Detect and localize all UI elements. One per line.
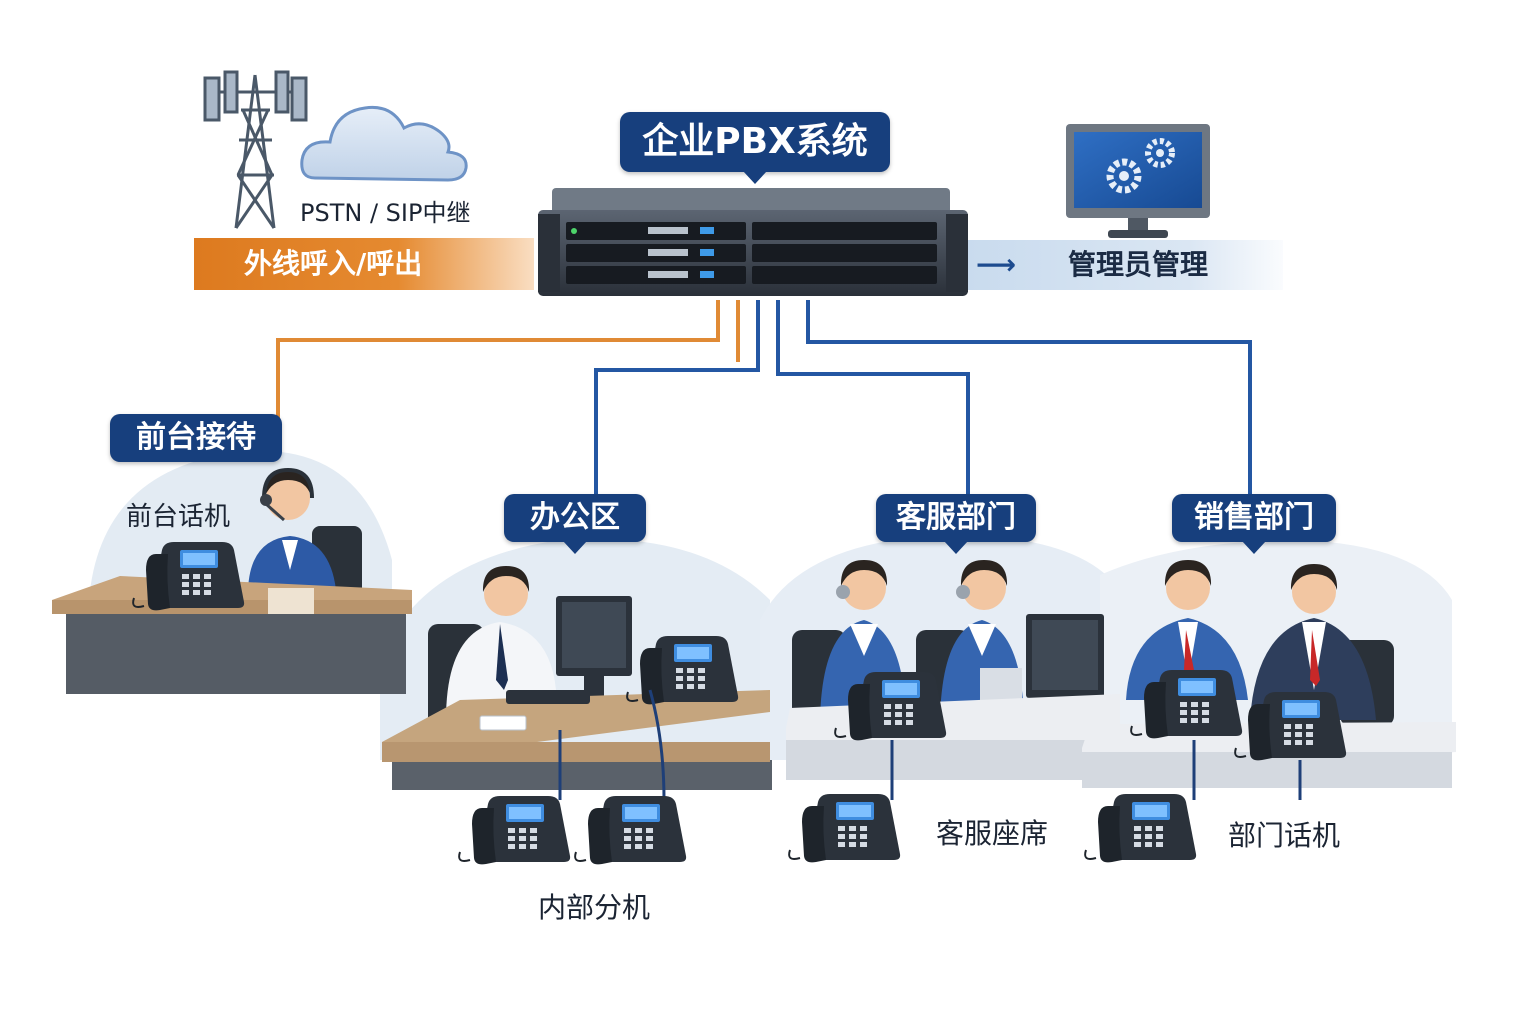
office-workstation bbox=[382, 566, 772, 790]
sales-callout-tail bbox=[1242, 541, 1266, 554]
cloud-icon bbox=[300, 105, 468, 182]
link-service bbox=[776, 300, 970, 500]
outside-calls-banner: 外线呼入/呼出 bbox=[194, 238, 534, 290]
admin-label: 管理员管理 bbox=[1068, 248, 1209, 281]
service-caption: 客服座席 bbox=[936, 817, 1049, 850]
department-phone-icon bbox=[1084, 793, 1198, 864]
zone-title-office: 办公区 bbox=[504, 494, 646, 554]
sales-caption: 部门话机 bbox=[1228, 819, 1341, 852]
outside-calls-label: 外线呼入/呼出 bbox=[244, 247, 423, 280]
reception-desk bbox=[52, 467, 412, 694]
extension-phone-icon-1 bbox=[458, 795, 572, 866]
title-callout-tail bbox=[743, 171, 767, 184]
reception-caption: 前台话机 bbox=[126, 502, 231, 532]
zone-title-sales: 销售部门 bbox=[1172, 494, 1336, 554]
cell-tower-icon bbox=[203, 70, 308, 229]
zone-title-service: 客服部门 bbox=[876, 494, 1036, 554]
page-title: 企业PBX系统 bbox=[620, 112, 890, 184]
extension-phone-icon-2 bbox=[574, 795, 688, 866]
monitor-gears-icon bbox=[1066, 124, 1210, 238]
service-seat-phone-icon bbox=[788, 793, 902, 864]
server-icon bbox=[538, 188, 968, 296]
zone-title-reception: 前台接待 bbox=[110, 414, 282, 462]
admin-banner: ⟶ 管理员管理 bbox=[968, 240, 1283, 290]
office-caption: 内部分机 bbox=[538, 891, 651, 924]
service-callout-tail bbox=[944, 541, 968, 554]
link-sales bbox=[806, 300, 1252, 500]
link-office bbox=[594, 300, 760, 500]
network-links bbox=[276, 300, 1252, 500]
office-callout-tail bbox=[563, 541, 587, 554]
admin-arrow-icon: ⟶ bbox=[976, 248, 1017, 281]
trunk-label: PSTN / SIP中继 bbox=[300, 199, 471, 227]
link-reception bbox=[276, 300, 720, 418]
